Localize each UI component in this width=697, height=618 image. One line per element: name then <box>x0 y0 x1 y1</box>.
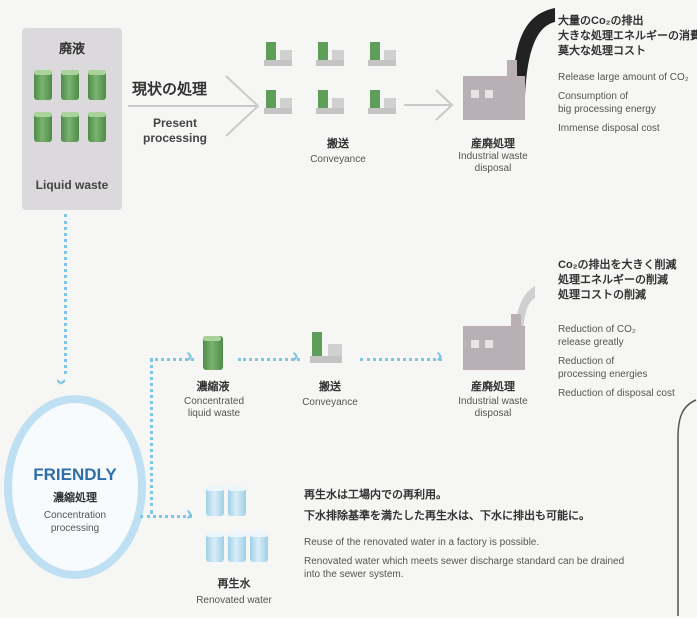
chevron-right-icon: › <box>436 345 443 367</box>
drum-icon <box>61 70 79 100</box>
flow-line-to-factory <box>360 358 442 361</box>
conveyance-arrow <box>404 89 454 121</box>
drum-icon <box>34 112 52 142</box>
drum-icon <box>61 112 79 142</box>
decorative-curve <box>677 399 697 616</box>
conveyance-top-en: Conveyance <box>310 154 366 165</box>
present-en-line1: Present <box>152 116 198 130</box>
liquid-waste-jp: 廃液 <box>58 41 85 56</box>
present-processing-en: Present processing <box>140 116 210 146</box>
renovated-desc-jp-2: 下水排除基準を満たした再生水は、下水に排出も可能に。 <box>304 510 590 522</box>
liquid-waste-en: Liquid waste <box>35 178 109 192</box>
renovated-drum-icon <box>206 532 224 562</box>
mid-effect-en-3: Reduction of <box>558 356 615 367</box>
chevron-right-icon: › <box>186 345 193 367</box>
renovated-drum-icon <box>228 532 246 562</box>
mid-effects: Co₂の排出を大きく削減 処理エネルギーの削減 処理コストの削減 Reducti… <box>558 258 697 400</box>
mid-effect-en-4: processing energies <box>558 369 648 380</box>
factory-icon <box>463 8 555 120</box>
disposal-mid-en: Industrial waste disposal <box>448 396 538 420</box>
renovated-drum-icon <box>250 532 268 562</box>
renovated-jp: 再生水 <box>217 578 251 590</box>
friendly-en: Concentration processing <box>12 509 138 535</box>
top-effect-en-4: Immense disposal cost <box>558 123 660 134</box>
friendly-en-line1: Concentration <box>43 510 107 521</box>
disposal-top-jp: 産廃処理 <box>471 138 515 150</box>
conveyance-mid-jp: 搬送 <box>319 381 341 393</box>
friendly-en-line2: processing <box>50 523 100 534</box>
conveyance-top-jp: 搬送 <box>327 138 349 150</box>
drum-icon <box>88 70 106 100</box>
mid-effect-jp-2: 処理エネルギーの削減 <box>558 274 668 286</box>
friendly-circle: FRIENDLY 濃縮処理 Concentration processing <box>4 395 146 579</box>
concentrated-drum-icon <box>203 336 223 370</box>
chevron-right-icon: › <box>186 503 193 525</box>
friendly-jp: 濃縮処理 <box>53 492 97 504</box>
top-effect-jp-1: 大量のCo₂の排出 <box>558 15 644 27</box>
truck-icon <box>310 332 342 363</box>
top-effect-jp-2: 大きな処理エネルギーの消費 <box>558 30 697 42</box>
flow-line-to-concentrated <box>150 358 194 361</box>
mid-effect-jp-3: 処理コストの削減 <box>558 289 646 301</box>
factory-small-smoke-icon <box>463 286 535 370</box>
conveyance-mid-en: Conveyance <box>302 397 358 408</box>
disposal-mid-jp: 産廃処理 <box>471 381 515 393</box>
present-en-line2: processing <box>142 131 208 145</box>
liquid-waste-box: 廃液 Liquid waste <box>22 28 122 210</box>
disposal-mid-en-line1: Industrial waste <box>458 396 528 407</box>
drum-icon <box>88 112 106 142</box>
mid-effect-en-1: Reduction of CO₂ <box>558 324 636 335</box>
mid-effect-en-2: release greatly <box>558 337 624 348</box>
top-effects: 大量のCo₂の排出 大きな処理エネルギーの消費 莫大な処理コスト Release… <box>558 14 697 135</box>
renovated-desc-jp-1: 再生水は工場内での再利用。 <box>304 489 447 501</box>
top-effect-en-3: big processing energy <box>558 104 656 115</box>
drum-icon <box>34 70 52 100</box>
flow-line-vertical <box>64 214 67 374</box>
present-processing-jp: 現状の処理 <box>132 81 208 98</box>
chevron-right-icon: › <box>292 345 299 367</box>
mid-effect-en-5: Reduction of disposal cost <box>558 388 675 399</box>
disposal-top-en-line1: Industrial waste <box>458 151 528 162</box>
friendly-title: FRIENDLY <box>33 465 117 484</box>
truck-group-top <box>264 42 396 114</box>
renovated-desc-en-3: into the sewer system. <box>304 569 404 580</box>
mid-effect-jp-1: Co₂の排出を大きく削減 <box>558 259 677 271</box>
truck-icon <box>264 42 292 66</box>
concentrated-jp: 濃縮液 <box>196 381 230 393</box>
renovated-desc-en-2: Renovated water which meets sewer discha… <box>304 556 625 567</box>
top-effect-jp-3: 莫大な処理コスト <box>558 45 646 57</box>
renovated-description: 再生水は工場内での再利用。 下水排除基準を満たした再生水は、下水に排出も可能に。… <box>304 488 674 581</box>
concentrated-en-line1: Concentrated <box>183 396 245 407</box>
concentrated-en-line2: liquid waste <box>187 408 241 419</box>
chevron-down-icon: › <box>50 378 73 386</box>
renovated-drum-icon <box>206 486 224 516</box>
concentrated-en: Concentrated liquid waste <box>172 396 256 420</box>
top-effect-en-1: Release large amount of CO₂ <box>558 72 689 83</box>
flow-line-to-renovated <box>140 515 192 518</box>
present-arrow <box>128 75 260 137</box>
top-effect-en-2: Consumption of <box>558 91 629 102</box>
disposal-top-en-line2: disposal <box>474 163 512 174</box>
flow-line-to-conveyance <box>238 358 300 361</box>
renovated-en: Renovated water <box>196 595 272 606</box>
renovated-drum-icon <box>228 486 246 516</box>
disposal-top-en: Industrial waste disposal <box>448 151 538 175</box>
flow-line-up <box>150 358 153 514</box>
disposal-mid-en-line2: disposal <box>474 408 512 419</box>
renovated-desc-en-1: Reuse of the renovated water in a factor… <box>304 537 540 548</box>
